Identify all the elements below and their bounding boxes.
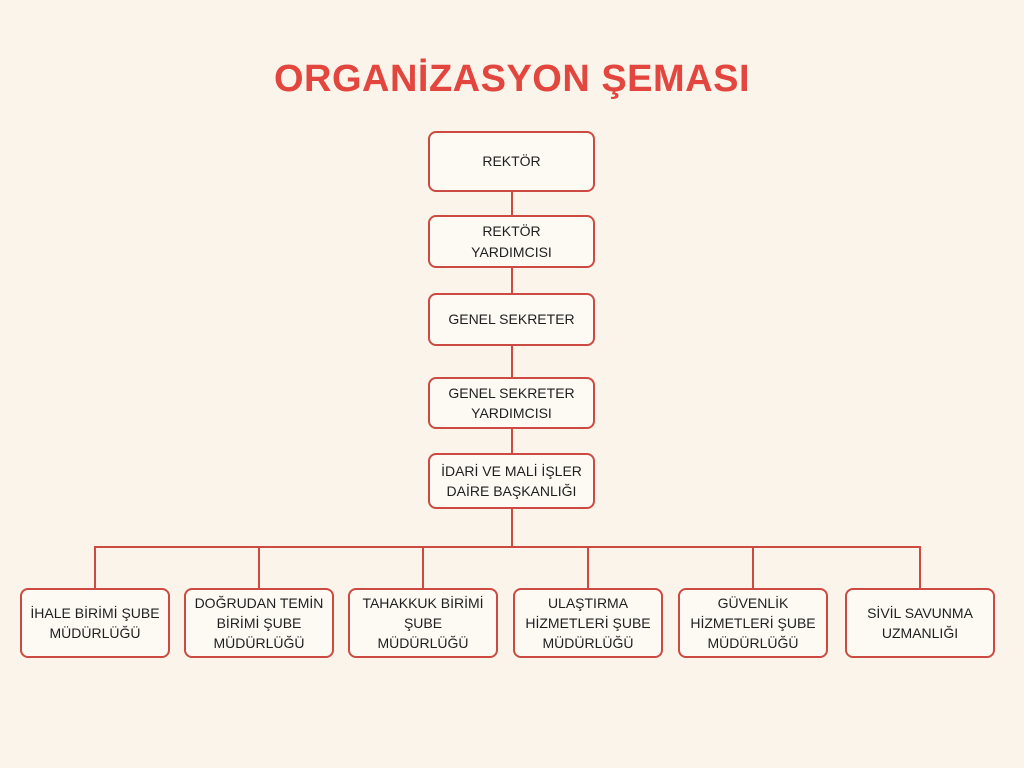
org-node-sivil-savunma: SİVİL SAVUNMA UZMANLIĞI <box>845 588 995 658</box>
connector-line <box>511 346 513 377</box>
org-node-genel-sekreter-yardimcisi: GENEL SEKRETER YARDIMCISI <box>428 377 595 429</box>
org-node-genel-sekreter: GENEL SEKRETER <box>428 293 595 346</box>
connector-line-drop <box>919 546 921 588</box>
connector-line-drop <box>94 546 96 588</box>
connector-line-horizontal <box>94 546 921 548</box>
connector-line <box>511 429 513 453</box>
connector-line-drop <box>258 546 260 588</box>
connector-line <box>511 192 513 215</box>
connector-line <box>511 509 513 548</box>
connector-line-drop <box>752 546 754 588</box>
org-node-rektor: REKTÖR <box>428 131 595 192</box>
org-node-dogrudan-temin: DOĞRUDAN TEMİN BİRİMİ ŞUBE MÜDÜRLÜĞÜ <box>184 588 334 658</box>
connector-line-drop <box>422 546 424 588</box>
org-node-tahakkuk-birimi: TAHAKKUK BİRİMİ ŞUBE MÜDÜRLÜĞÜ <box>348 588 498 658</box>
connector-line-drop <box>587 546 589 588</box>
org-node-ihale-birimi: İHALE BİRİMİ ŞUBE MÜDÜRLÜĞÜ <box>20 588 170 658</box>
org-node-idari-mali-isler: İDARİ VE MALİ İŞLER DAİRE BAŞKANLIĞI <box>428 453 595 509</box>
org-node-rektor-yardimcisi: REKTÖR YARDIMCISI <box>428 215 595 268</box>
connector-line <box>511 268 513 293</box>
org-node-ulastirma-hizmetleri: ULAŞTIRMA HİZMETLERİ ŞUBE MÜDÜRLÜĞÜ <box>513 588 663 658</box>
page-title: ORGANİZASYON ŞEMASI <box>273 58 751 100</box>
org-node-guvenlik-hizmetleri: GÜVENLİK HİZMETLERİ ŞUBE MÜDÜRLÜĞÜ <box>678 588 828 658</box>
